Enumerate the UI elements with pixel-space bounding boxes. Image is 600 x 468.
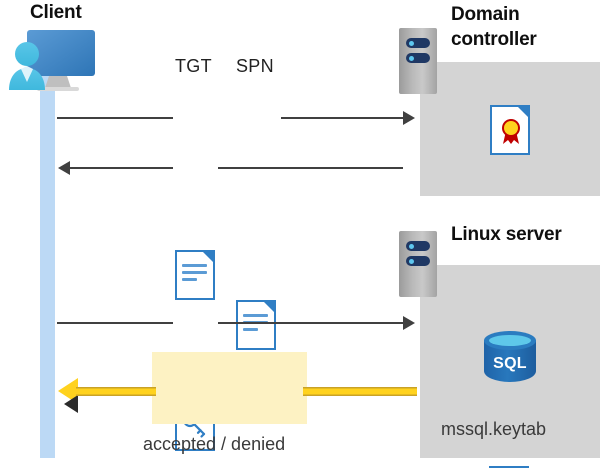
verdict-line-right — [303, 387, 417, 396]
client-lifeline — [40, 60, 55, 458]
document-body — [236, 300, 276, 350]
keytab-filename-label: mssql.keytab — [441, 419, 547, 439]
verdict-caption: accepted / denied — [143, 434, 286, 454]
tgt-label: TGT — [175, 56, 212, 76]
message-request-line-right — [281, 117, 403, 119]
document-text-lines — [243, 314, 268, 335]
sql-database-icon: SQL — [484, 331, 536, 389]
message-service-ticket-line-left — [57, 322, 173, 324]
certificate-seal-icon — [502, 119, 520, 144]
message-request-arrowhead — [403, 111, 415, 125]
client-monitor-user-icon — [5, 24, 105, 101]
client-title: Client — [30, 2, 82, 23]
certificate-document-icon — [490, 105, 530, 155]
message-ticket-arrowhead — [58, 161, 70, 175]
verdict-arrowhead — [58, 378, 78, 413]
message-service-ticket-line-right — [218, 322, 403, 324]
message-service-ticket-arrowhead — [403, 316, 415, 330]
domain-controller-server-icon — [399, 28, 437, 94]
keytab-document-icon — [489, 466, 529, 468]
tgt-document-icon — [175, 250, 215, 300]
server-pill — [406, 53, 430, 63]
domain-controller-title: Domain controller — [451, 4, 537, 51]
linux-server-title: Linux server — [451, 224, 562, 245]
document-fold-corner — [262, 300, 276, 314]
server-pill — [406, 241, 430, 251]
document-fold-corner — [516, 105, 530, 119]
document-fold-corner — [201, 250, 215, 264]
message-request-line-left — [57, 117, 173, 119]
server-pill — [406, 38, 430, 48]
verdict-highlight-box — [152, 352, 307, 424]
verdict-arrowhead-inner — [64, 395, 78, 413]
linux-server-icon — [399, 231, 437, 297]
server-pill — [406, 256, 430, 266]
spn-label: SPN — [236, 56, 274, 76]
sql-cylinder-top — [484, 331, 536, 350]
message-ticket-line-left — [70, 167, 173, 169]
sql-label: SQL — [493, 355, 527, 372]
document-fold-corner — [515, 466, 529, 468]
document-text-lines — [182, 264, 207, 285]
message-ticket-line-right — [218, 167, 403, 169]
verdict-line-left — [76, 387, 156, 396]
spn-document-icon — [236, 300, 276, 350]
